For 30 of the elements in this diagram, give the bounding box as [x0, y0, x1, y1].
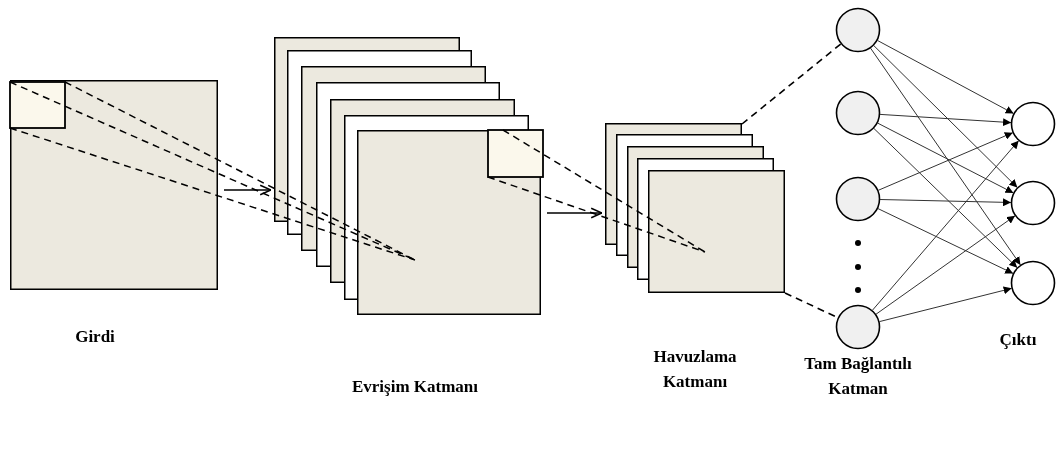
output-neuron [1010, 260, 1056, 306]
arrow [223, 184, 272, 196]
arrow [546, 207, 603, 219]
connection-arrow [873, 127, 1018, 269]
connection-arrow [875, 215, 1016, 315]
connection-arrow [877, 122, 1014, 194]
output-neuron [1010, 180, 1056, 226]
connection-arrow [873, 44, 1018, 189]
input-image [10, 80, 219, 291]
neuron [835, 7, 881, 53]
connection-arrow [871, 140, 1020, 311]
connection-arrow [876, 39, 1015, 115]
layer-label: Çıktı [998, 329, 1038, 351]
layer-label: Evrişim Katmanı [350, 376, 480, 398]
dashed-connector [741, 43, 842, 125]
layer-label: Girdi [74, 326, 116, 348]
output-neuron [1010, 101, 1056, 147]
connection-arrow [870, 47, 1021, 266]
layer-label: Havuzlama Katmanı [652, 346, 738, 393]
connection-arrow [879, 198, 1012, 207]
layer-label: Tam Bağlantılı Katman [803, 353, 913, 400]
connection-arrow [877, 132, 1014, 191]
neuron [835, 304, 881, 350]
connection-arrow [877, 208, 1014, 274]
feature-map-stack [274, 37, 542, 316]
connection-arrow [879, 113, 1012, 127]
connection-arrow [878, 286, 1013, 323]
feature-map-stack [605, 123, 786, 294]
neuron [835, 176, 881, 222]
neuron [835, 90, 881, 136]
